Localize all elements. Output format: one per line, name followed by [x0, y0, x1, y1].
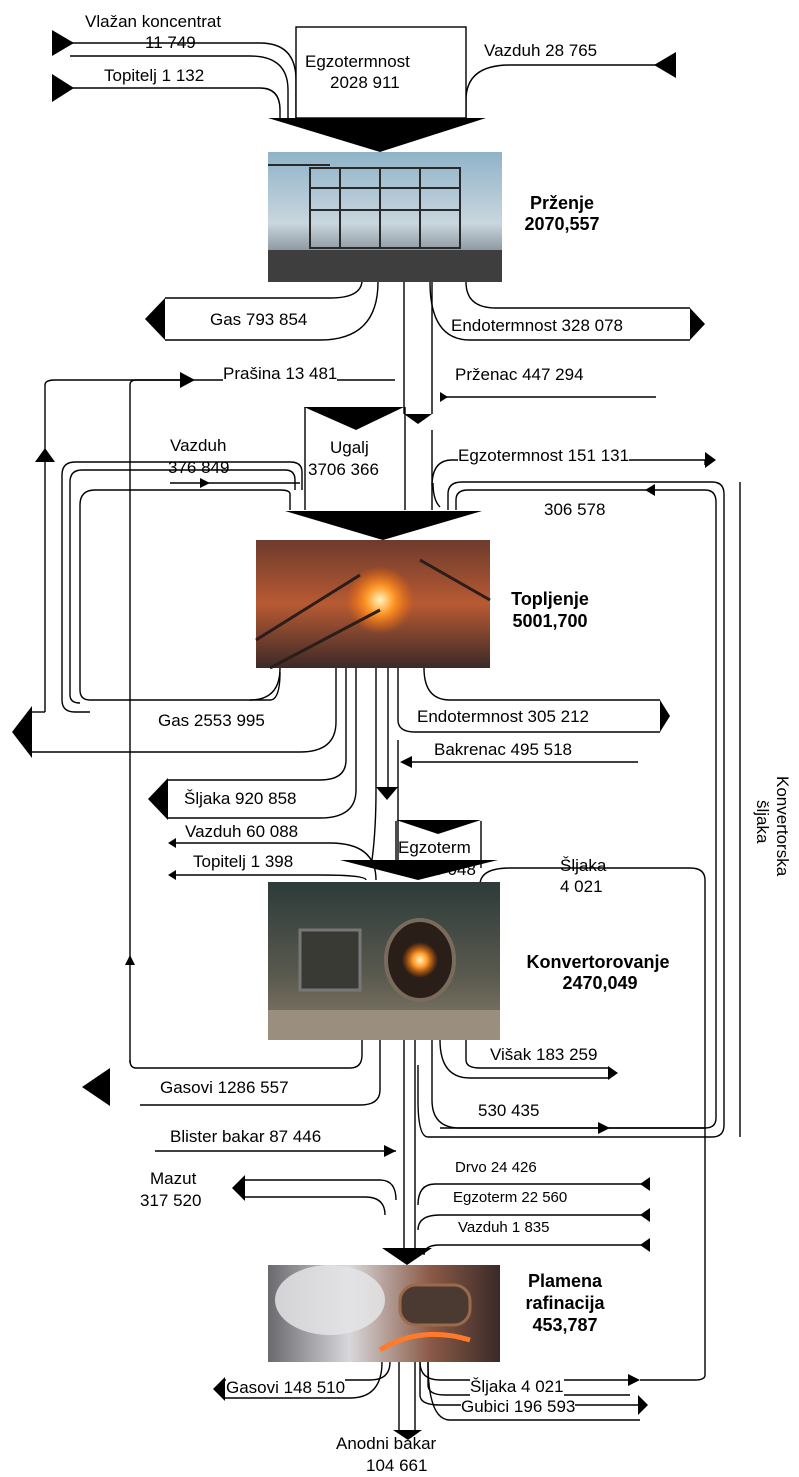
- stage-topljenje-value: 5001,700: [512, 611, 588, 631]
- stage-przenje-value: 2070,557: [524, 214, 600, 234]
- photo-topljenje: [255, 540, 491, 670]
- stage-konvertorovanje-name: Konvertorovanje: [526, 952, 670, 972]
- label-konv-sljaka-val: 306 578: [544, 500, 606, 519]
- label-vlazan-1: Vlažan koncentrat: [85, 12, 222, 31]
- funnel-egzoterm: [396, 820, 481, 834]
- label-gas-2: Gas 2553 995: [158, 711, 265, 730]
- label-blister: Blister bakar 87 446: [170, 1127, 322, 1146]
- label-bakrenac: Bakrenac 495 518: [434, 740, 572, 759]
- label-mazut-2: 317 520: [140, 1191, 202, 1210]
- label-ugalj-1: Ugalj: [330, 438, 369, 457]
- label-mazut-1: Mazut: [150, 1169, 197, 1188]
- flow-line-topitelj: [70, 87, 281, 118]
- funnel-topljenje: [285, 511, 482, 540]
- funnel-konvertorovanje: [340, 860, 498, 880]
- label-anodni-2: 104 661: [366, 1456, 428, 1475]
- stage-rafinacija-name-1: Plamena: [527, 1271, 603, 1291]
- label-visak: Višak 183 259: [490, 1045, 598, 1064]
- label-vazduh-1: Vazduh 28 765: [484, 41, 598, 60]
- stage-konvertorovanje-value: 2470,049: [562, 973, 638, 993]
- label-topitelj-2: Topitelj 1 398: [193, 852, 294, 871]
- photo-rafinacija: [268, 1265, 500, 1362]
- label-egzoterm-4: Egzoterm 22 560: [453, 1189, 568, 1206]
- label-gas-1: Gas 793 854: [210, 310, 308, 329]
- label-gasovi-1: Gasovi 1286 557: [160, 1078, 289, 1097]
- label-endotermnost-2: Endotermnost 305 212: [417, 707, 590, 726]
- label-drvo: Drvo 24 426: [455, 1159, 537, 1176]
- label-egzoterm-3a: Egzoterm: [398, 838, 471, 857]
- funnel-ugalj: [304, 407, 404, 430]
- label-vazduh-2b: 376 849: [168, 458, 230, 477]
- label-egzoterm-3b: 1710 048: [405, 860, 476, 879]
- label-gasovi-2: Gasovi 148 510: [226, 1378, 346, 1397]
- photo-przenje: [268, 152, 502, 282]
- label-anodni-1: Anodni bakar: [336, 1434, 437, 1453]
- stage-rafinacija-name-2: rafinacija: [525, 1293, 605, 1313]
- label-530: 530 435: [478, 1101, 540, 1120]
- label-sljaka-3: Šljaka 4 021: [470, 1377, 564, 1396]
- label-prasina: Prašina 13 481: [223, 364, 338, 383]
- funnel-przenje: [268, 118, 486, 152]
- label-gubici: Gubici 196 593: [461, 1397, 576, 1416]
- label-egzotermnost-2: Egzotermnost 151 131: [458, 446, 630, 465]
- flow-line-vlazan-2: [70, 55, 289, 118]
- label-sljaka-2a: Šljaka: [560, 856, 607, 875]
- flow-line-gas-1: [165, 279, 363, 299]
- label-ugalj-2: 3706 366: [308, 460, 379, 479]
- label-egzotermnost-1b: 2028 911: [330, 73, 400, 92]
- label-przenac: Prženac 447 294: [455, 365, 584, 384]
- stage-rafinacija-value: 453,787: [532, 1315, 598, 1335]
- label-vazduh-4: Vazduh 1 835: [458, 1219, 550, 1236]
- label-sljaka-2b: 4 021: [560, 877, 603, 896]
- label-topitelj-1: Topitelj 1 132: [104, 66, 205, 85]
- label-konvertorska-2: šljaka: [753, 800, 772, 844]
- label-endotermnost-1: Endotermnost 328 078: [451, 316, 624, 335]
- flow-line-vazduh-1: [465, 64, 656, 118]
- label-vazduh-3: Vazduh 60 088: [185, 822, 299, 841]
- label-egzotermnost-1a: Egzotermnost: [305, 52, 410, 71]
- stage-topljenje-name: Topljenje: [511, 589, 589, 609]
- stage-przenje-name: Prženje: [529, 193, 595, 213]
- photo-konvertorovanje: [268, 882, 500, 1040]
- label-vazduh-2a: Vazduh: [170, 436, 227, 455]
- label-sljaka-1: Šljaka 920 858: [184, 789, 297, 808]
- funnel-rafinacija: [382, 1248, 432, 1265]
- label-konvertorska-1: Konvertorska: [773, 776, 792, 877]
- label-vlazan-2: 11 749: [145, 33, 196, 52]
